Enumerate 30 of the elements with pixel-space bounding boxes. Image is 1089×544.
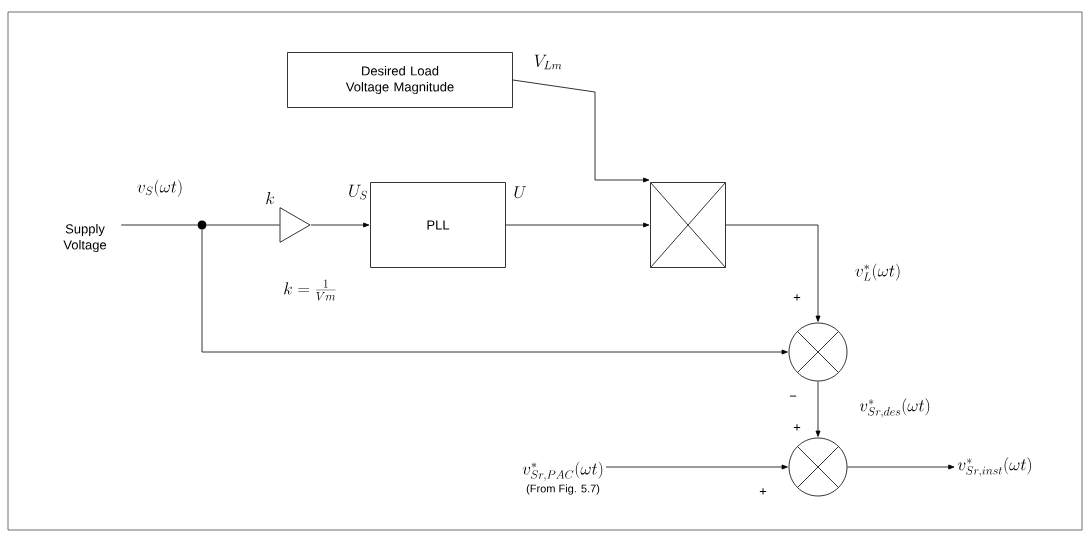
edge-label: $V_{Lm}$ (532, 53, 564, 71)
signal-label: $v^{*}_{Sr,inst}(\omega t)$ (957, 457, 1031, 477)
edge-label: $v_{S}(\omega t)$ (135, 178, 185, 198)
arrow (310, 222, 370, 228)
arrow (815, 381, 821, 437)
multiplier-box (650, 182, 726, 268)
arrow (505, 222, 650, 228)
gain-label: $k$ (266, 192, 274, 205)
arrow (847, 464, 955, 470)
gain-triangle (279, 207, 311, 243)
edge-label: $v^{*}_{L}(\omega t)$ (853, 262, 903, 282)
arrow (201, 229, 788, 355)
sign-label: + (759, 488, 767, 495)
sign-label: + (793, 294, 801, 301)
signal-line (206, 224, 280, 226)
sign-label: − (789, 395, 797, 397)
arrow (725, 224, 821, 322)
edge-label: $U$ (512, 185, 528, 199)
signal-label: $v^{*}_{Sr,PAC}(\omega t)$ (From Fig. 5.7) (522, 461, 603, 495)
arrow (512, 79, 650, 183)
summing-junction (788, 322, 848, 382)
summing-junction (788, 437, 848, 497)
gain-label: $k = \frac{1}{Vm}$ (284, 279, 336, 301)
signal-line (120, 224, 198, 226)
process-box: PLL (370, 182, 506, 268)
edge-label: $v^{*}_{Sr,des}(\omega t)$ (858, 397, 932, 419)
arrow (605, 464, 788, 470)
process-box: Desired Load Voltage Magnitude (287, 52, 513, 108)
edge-label: $U_{S}$ (347, 183, 369, 201)
input-label: Supply Voltage (63, 223, 107, 253)
